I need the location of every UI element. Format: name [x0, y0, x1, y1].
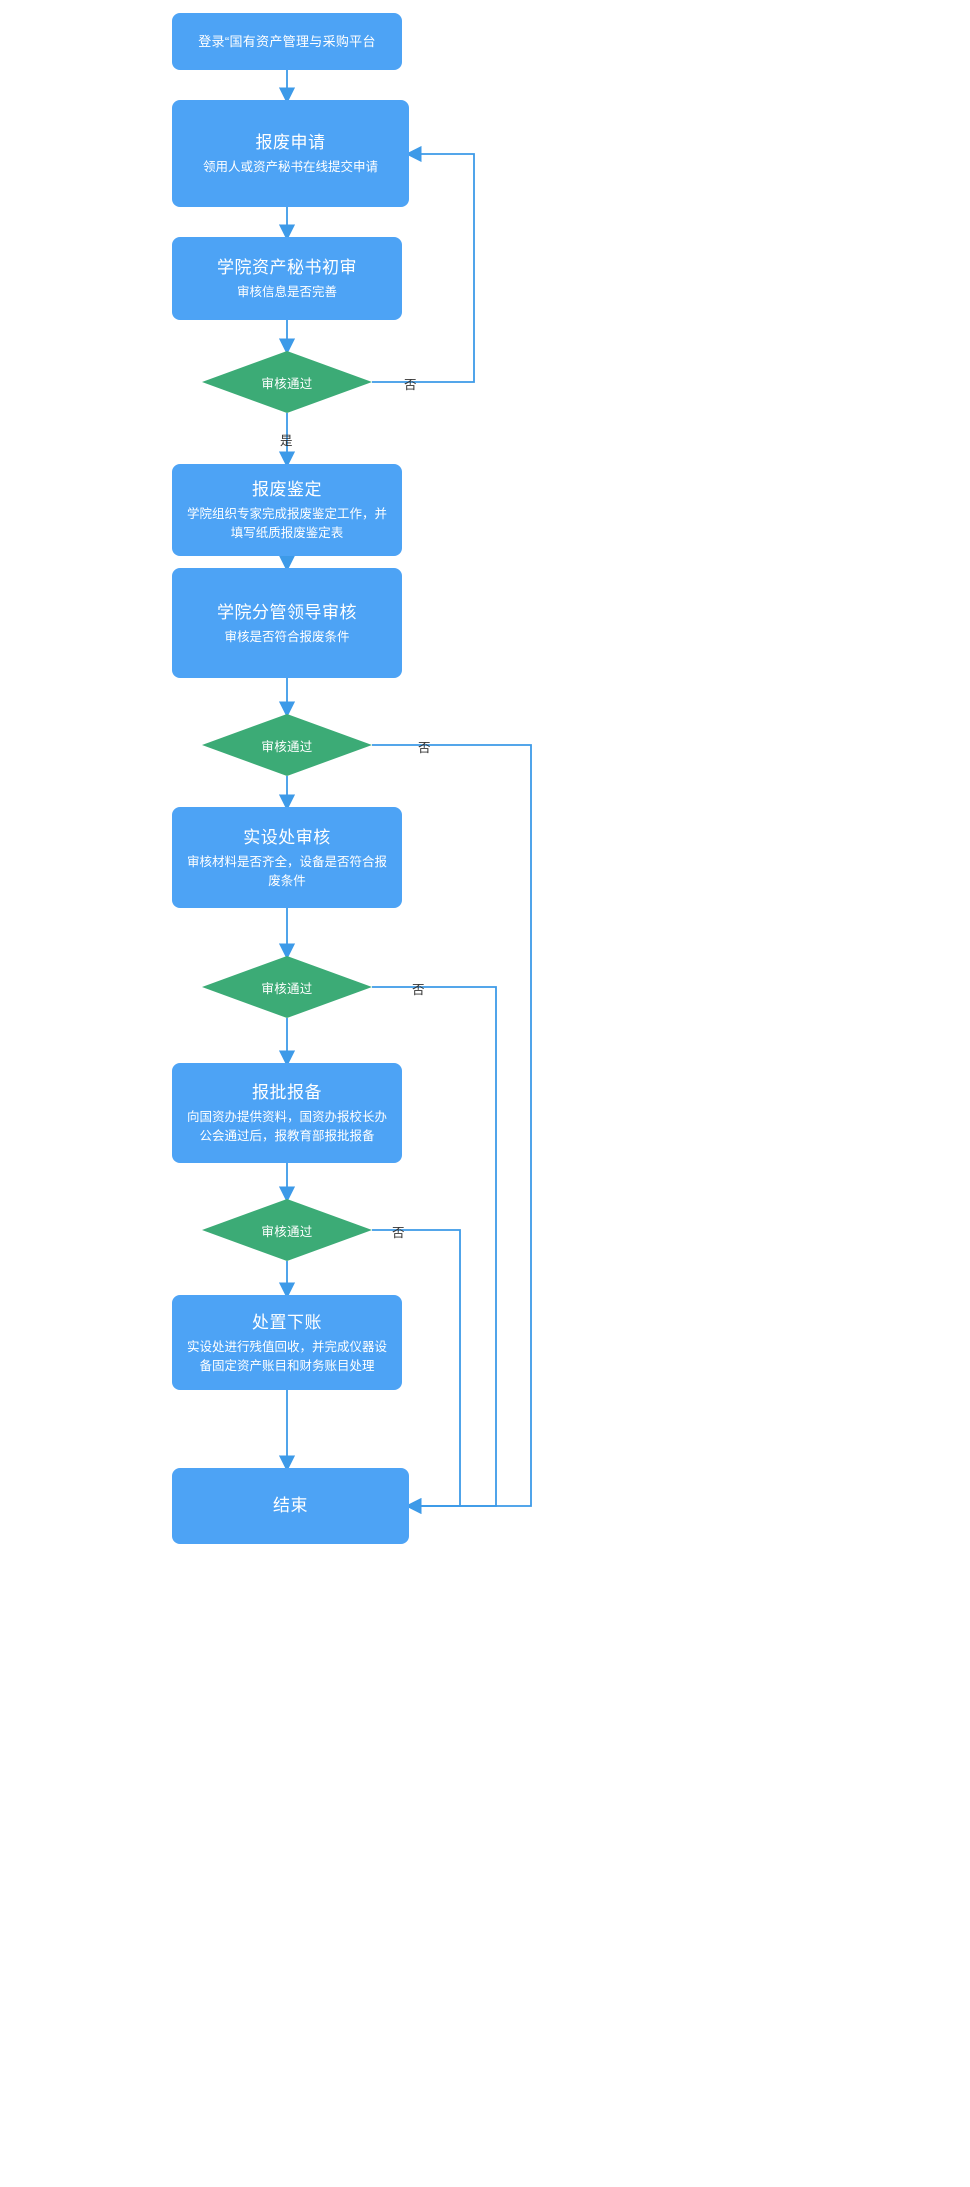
node-leader-review-sub: 审核是否符合报废条件	[224, 629, 350, 644]
node-decision-1[interactable]: 审核通过	[202, 351, 372, 413]
node-leader-review-title: 学院分管领导审核	[217, 602, 357, 622]
edge-label-decision-1-yes: 是	[280, 434, 293, 448]
node-approval-filing[interactable]: 报批报备 向国资办提供资料，国资办报校长办公会通过后，报教育部报批报备	[172, 1063, 402, 1163]
node-decision-4-label: 审核通过	[261, 1224, 313, 1239]
node-decision-1-label: 审核通过	[261, 376, 313, 391]
node-decision-3[interactable]: 审核通过	[202, 956, 372, 1018]
node-disposal-title: 处置下账	[252, 1312, 322, 1332]
node-appraisal-title: 报废鉴定	[252, 480, 322, 499]
node-start[interactable]: 登录“国有资产管理与采购平台	[172, 13, 402, 70]
node-apply[interactable]: 报废申请 领用人或资产秘书在线提交申请	[172, 100, 409, 207]
node-apply-title: 报废申请	[255, 133, 326, 152]
edge-label-decision-2-no: 否	[418, 741, 431, 755]
node-decision-4[interactable]: 审核通过	[202, 1199, 372, 1261]
node-secretary-review-title: 学院资产秘书初审	[217, 258, 357, 277]
node-secretary-review-sub: 审核信息是否完善	[236, 285, 337, 299]
node-decision-2-label: 审核通过	[261, 739, 313, 754]
node-office-review-sub: 审核材料是否齐全，设备是否符合报废条件	[186, 854, 387, 888]
node-office-review[interactable]: 实设处审核 审核材料是否齐全，设备是否符合报废条件	[172, 807, 402, 908]
node-decision-2[interactable]: 审核通过	[202, 714, 372, 776]
node-appraisal-sub: 学院组织专家完成报废鉴定工作，并填写纸质报废鉴定表	[186, 507, 387, 540]
node-apply-sub: 领用人或资产秘书在线提交申请	[202, 160, 378, 174]
node-appraisal[interactable]: 报废鉴定 学院组织专家完成报废鉴定工作，并填写纸质报废鉴定表	[172, 464, 402, 556]
node-leader-review[interactable]: 学院分管领导审核 审核是否符合报废条件	[172, 568, 402, 678]
node-start-title: 登录“国有资产管理与采购平台	[198, 33, 376, 49]
node-approval-filing-title: 报批报备	[252, 1083, 322, 1102]
node-office-review-title: 实设处审核	[243, 827, 331, 847]
node-end-title: 结束	[273, 1496, 308, 1515]
edge-label-decision-1-no: 否	[404, 378, 417, 392]
edge-label-decision-3-no: 否	[412, 983, 425, 997]
node-secretary-review[interactable]: 学院资产秘书初审 审核信息是否完善	[172, 237, 402, 320]
node-disposal[interactable]: 处置下账 实设处进行残值回收，并完成仪器设备固定资产账目和财务账目处理	[172, 1295, 402, 1390]
edge-label-decision-4-no: 否	[392, 1226, 405, 1240]
node-disposal-sub: 实设处进行残值回收，并完成仪器设备固定资产账目和财务账目处理	[186, 1339, 387, 1373]
node-end[interactable]: 结束	[172, 1468, 409, 1544]
node-decision-3-label: 审核通过	[261, 981, 313, 996]
node-approval-filing-sub: 向国资办提供资料，国资办报校长办公会通过后，报教育部报批报备	[186, 1110, 387, 1143]
